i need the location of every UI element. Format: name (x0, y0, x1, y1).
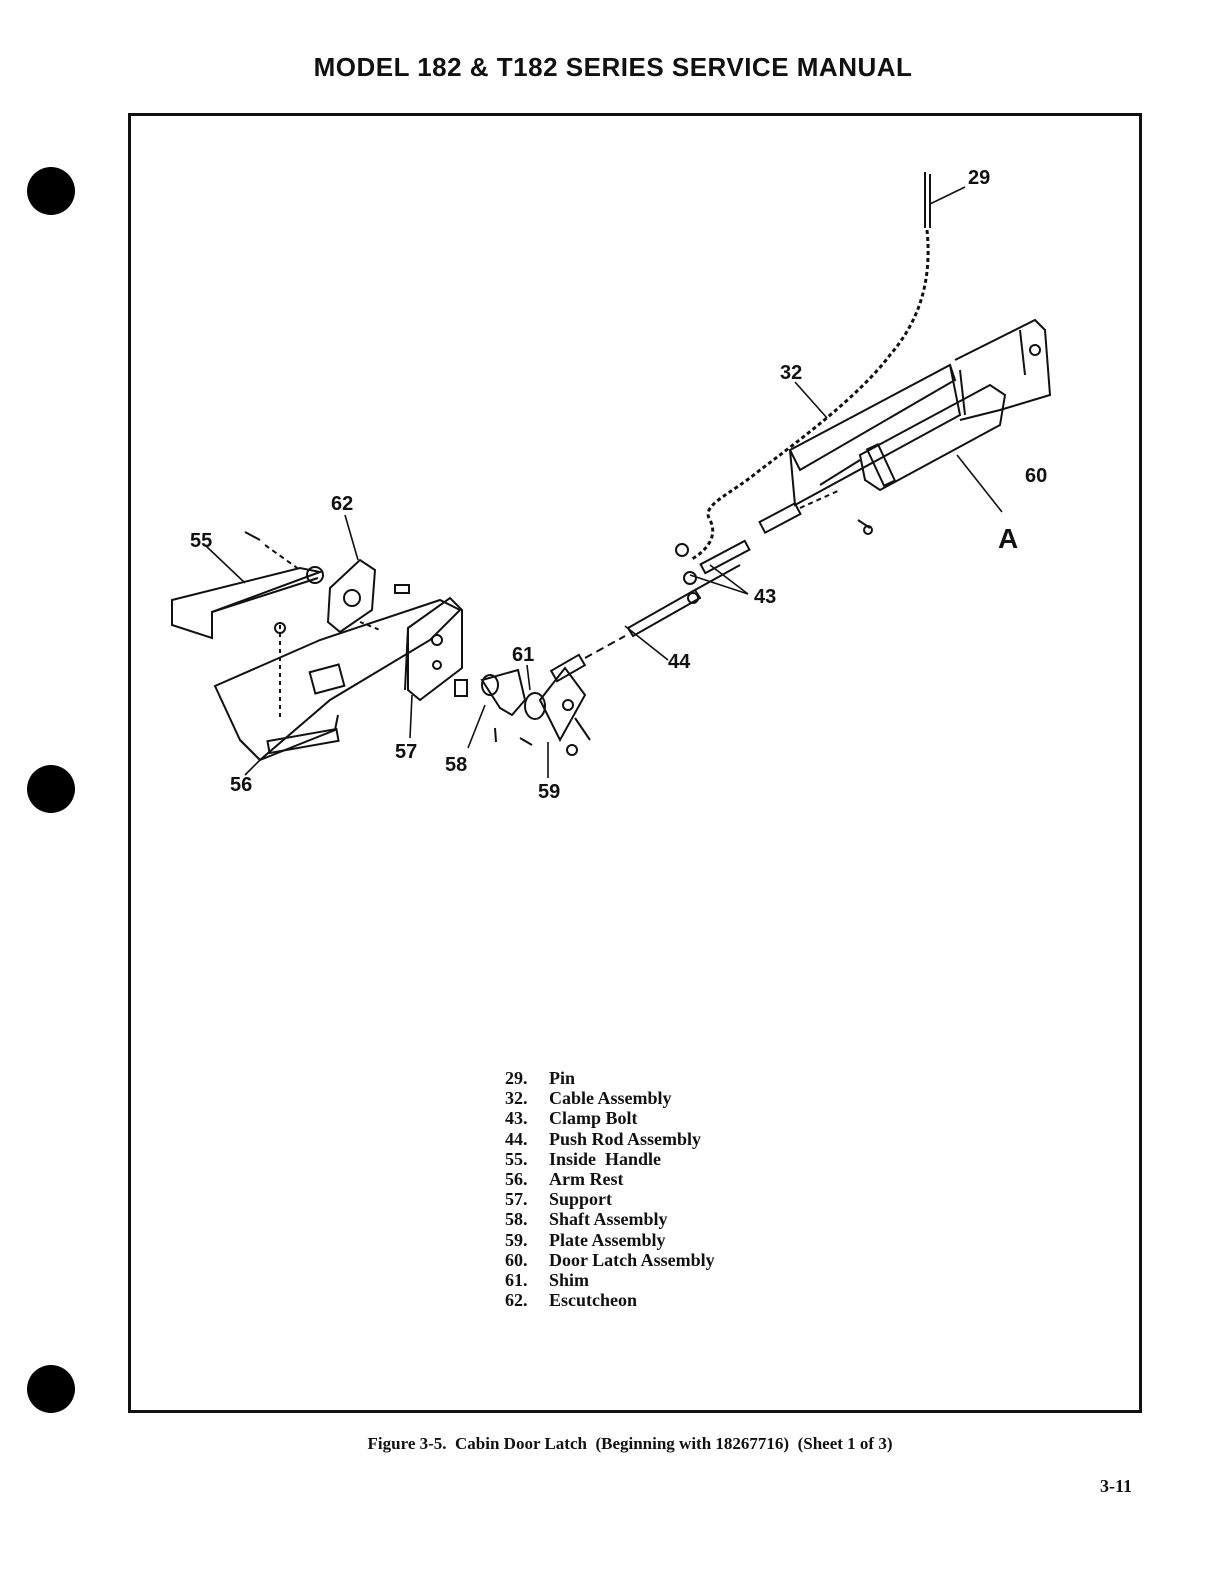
callout-61: 61 (512, 644, 534, 666)
callout-60: 60 (1025, 465, 1047, 487)
figure-caption: Figure 3-5. Cabin Door Latch (Beginning … (367, 1434, 893, 1453)
figure-frame (128, 113, 1142, 1413)
cable-assembly-part (689, 229, 930, 562)
callout-a: A (998, 523, 1018, 554)
legend-item: 55.Inside Handle (505, 1148, 662, 1169)
callout-62: 62 (331, 493, 353, 515)
legend-item: 62.Escutcheon (505, 1290, 638, 1311)
page-number: 3-11 (1100, 1476, 1133, 1496)
legend-item: 61.Shim (505, 1270, 590, 1291)
punch-hole-bottom (27, 1365, 75, 1413)
legend-item: 32.Cable Assembly (505, 1088, 672, 1109)
callout-44: 44 (668, 651, 691, 673)
callout-29: 29 (968, 167, 990, 189)
legend-item: 58.Shaft Assembly (505, 1209, 668, 1230)
callout-32: 32 (780, 362, 802, 384)
legend-item: 59.Plate Assembly (505, 1229, 666, 1250)
legend-item: 60.Door Latch Assembly (505, 1249, 715, 1270)
push-rod-assembly-part (626, 564, 741, 638)
plate-assembly-part (538, 666, 591, 756)
page-title: MODEL 182 & T182 SERIES SERVICE MANUAL (313, 52, 913, 82)
legend-item: 43.Clamp Bolt (505, 1108, 638, 1129)
inside-handle-part (171, 531, 324, 640)
arm-rest-part (213, 598, 462, 762)
pin-part (924, 172, 931, 228)
punch-hole-top (27, 167, 75, 215)
callout-57: 57 (395, 741, 417, 763)
shim-part (524, 635, 626, 720)
punch-hole-middle (27, 765, 75, 813)
callout-59: 59 (538, 781, 560, 803)
callout-43: 43 (754, 586, 776, 608)
callout-58: 58 (445, 754, 467, 776)
legend-item: 44.Push Rod Assembly (505, 1128, 702, 1149)
door-latch-assembly-part (788, 318, 1052, 507)
legend-item: 56.Arm Rest (505, 1169, 624, 1190)
parts-legend: 29.Pin 32.Cable Assembly 43.Clamp Bolt 4… (505, 1068, 715, 1310)
callout-56: 56 (230, 774, 252, 796)
support-part (394, 584, 468, 702)
legend-item: 29.Pin (505, 1068, 576, 1088)
escutcheon-part (326, 558, 381, 634)
push-rod-end-part (758, 489, 873, 535)
shaft-assembly-part (480, 668, 533, 746)
callout-labels: 29 32 60 A 43 44 62 55 61 57 58 56 59 (190, 167, 1047, 803)
leader-lines (204, 186, 1003, 778)
legend-item: 57.Support (505, 1189, 613, 1210)
callout-55: 55 (190, 530, 212, 552)
